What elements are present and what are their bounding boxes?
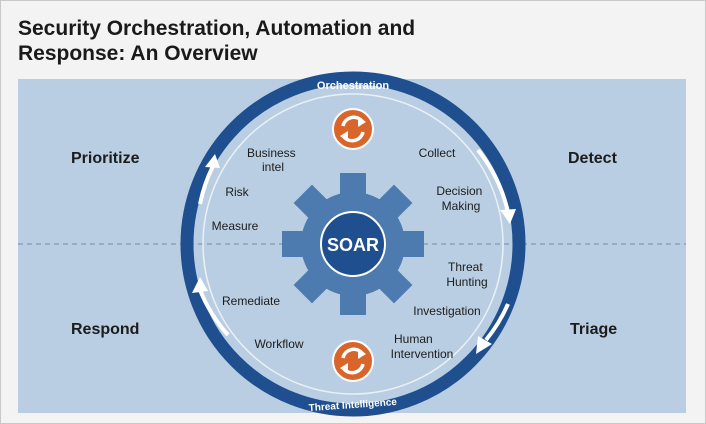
cycle-arrow-icon	[476, 148, 510, 213]
orchestration-icon	[332, 108, 374, 150]
label-human-intervention: Human Intervention	[391, 332, 454, 361]
quadrant-label-detect: Detect	[568, 150, 617, 167]
label-workflow: Workflow	[254, 337, 303, 351]
center-label: SOAR	[327, 235, 379, 255]
label-investigation: Investigation	[413, 304, 480, 318]
outer-ring	[180, 71, 526, 417]
cycle-arrow-head-bottom-left	[192, 277, 208, 293]
cycle-arrow-head-bottom-right	[476, 336, 492, 354]
cycle-arrow-head-top-right	[500, 209, 516, 224]
threat-intel-icon	[332, 340, 374, 382]
cycle-arrow-icon	[484, 303, 510, 342]
inner-ring	[202, 93, 504, 395]
label-collect: Collect	[419, 146, 456, 160]
label-remediate: Remediate	[222, 294, 280, 308]
label-risk: Risk	[225, 185, 249, 199]
title-line-1: Security Orchestration, Automation and	[18, 17, 416, 40]
label-measure: Measure	[212, 219, 259, 233]
quadrant-label-triage: Triage	[570, 321, 618, 338]
page-title: Security Orchestration, Automation and R…	[18, 16, 538, 66]
soar-hub	[320, 211, 386, 277]
title-line-2: Response: An Overview	[18, 42, 258, 65]
label-decision-making: Decision Making	[436, 184, 485, 213]
ring-label-orchestration: Orchestration	[317, 80, 389, 92]
cycle-arrow-icon	[198, 289, 230, 337]
quadrant-label-respond: Respond	[71, 321, 140, 338]
cycle-arrow-head-top-left	[205, 154, 220, 168]
quadrant-label-prioritize: Prioritize	[71, 150, 140, 167]
label-business-intel: Business intel	[247, 146, 299, 174]
label-threat-hunting: Threat Hunting	[446, 260, 487, 289]
